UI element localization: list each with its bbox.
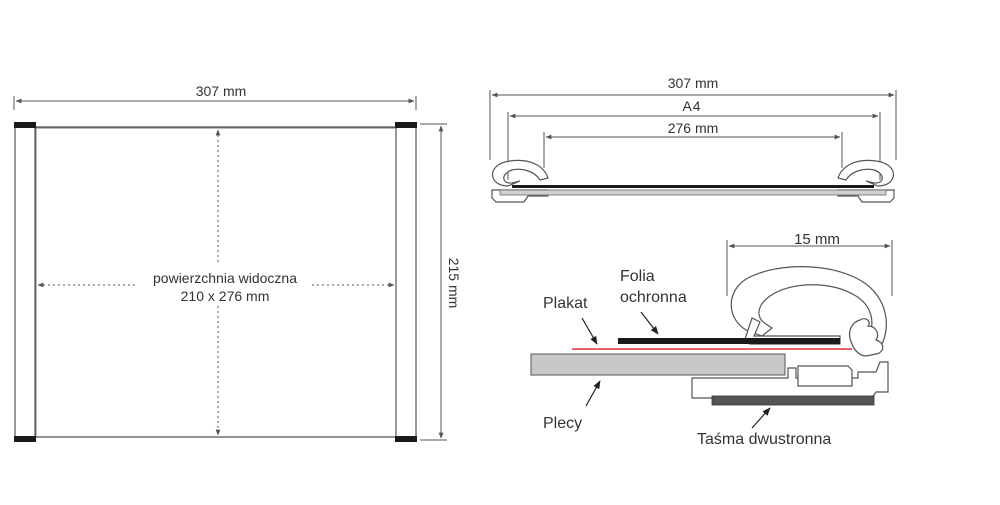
detail-back-panel [530,353,786,376]
section-back-panel [499,189,887,196]
section-right-profile-top [837,159,894,187]
end-cap-bottom-left [14,436,36,442]
folia-leader-arrow [640,311,659,335]
section-foil [512,185,874,188]
plecy-leader-arrow [585,380,601,407]
detail-double-sided-tape [711,395,875,406]
left-profile [14,123,36,441]
detail-width-label: 15 mm [794,231,840,248]
tasma-leader-arrow [751,407,771,429]
end-cap-bottom-right [395,436,417,442]
poster-area [35,127,397,438]
section-view: 307 mm A4 276 mm [489,75,897,203]
visible-area-size: 210 x 276 mm [181,288,270,304]
folia-label-line2: ochronna [620,289,687,306]
front-view: 307 mm powierzchnia widoczna 210 x 276 m… [13,83,462,442]
section-left-profile-top [492,159,549,187]
front-width-label: 307 mm [196,83,247,99]
right-profile [395,123,417,441]
plecy-label: Plecy [543,415,582,432]
end-cap-top-left [14,122,36,128]
folia-label-line1: Folia [620,268,655,285]
section-inner-label: 276 mm [668,120,719,136]
end-cap-top-right [395,122,417,128]
detail-view: 15 mm Folia ochronna Plakat Plecy Taśma … [530,231,893,448]
detail-profile-base-slot [797,365,853,387]
plakat-leader-arrow [581,317,598,345]
plakat-label: Plakat [543,295,588,312]
section-a4-label: A4 [682,98,701,114]
detail-profile-knuckle [848,318,884,357]
detail-protective-foil [618,338,840,344]
tasma-label: Taśma dwustronna [697,431,831,448]
front-height-label: 215 mm [446,258,462,309]
visible-area-label: powierzchnia widoczna [153,270,297,286]
section-outer-label: 307 mm [668,75,719,91]
